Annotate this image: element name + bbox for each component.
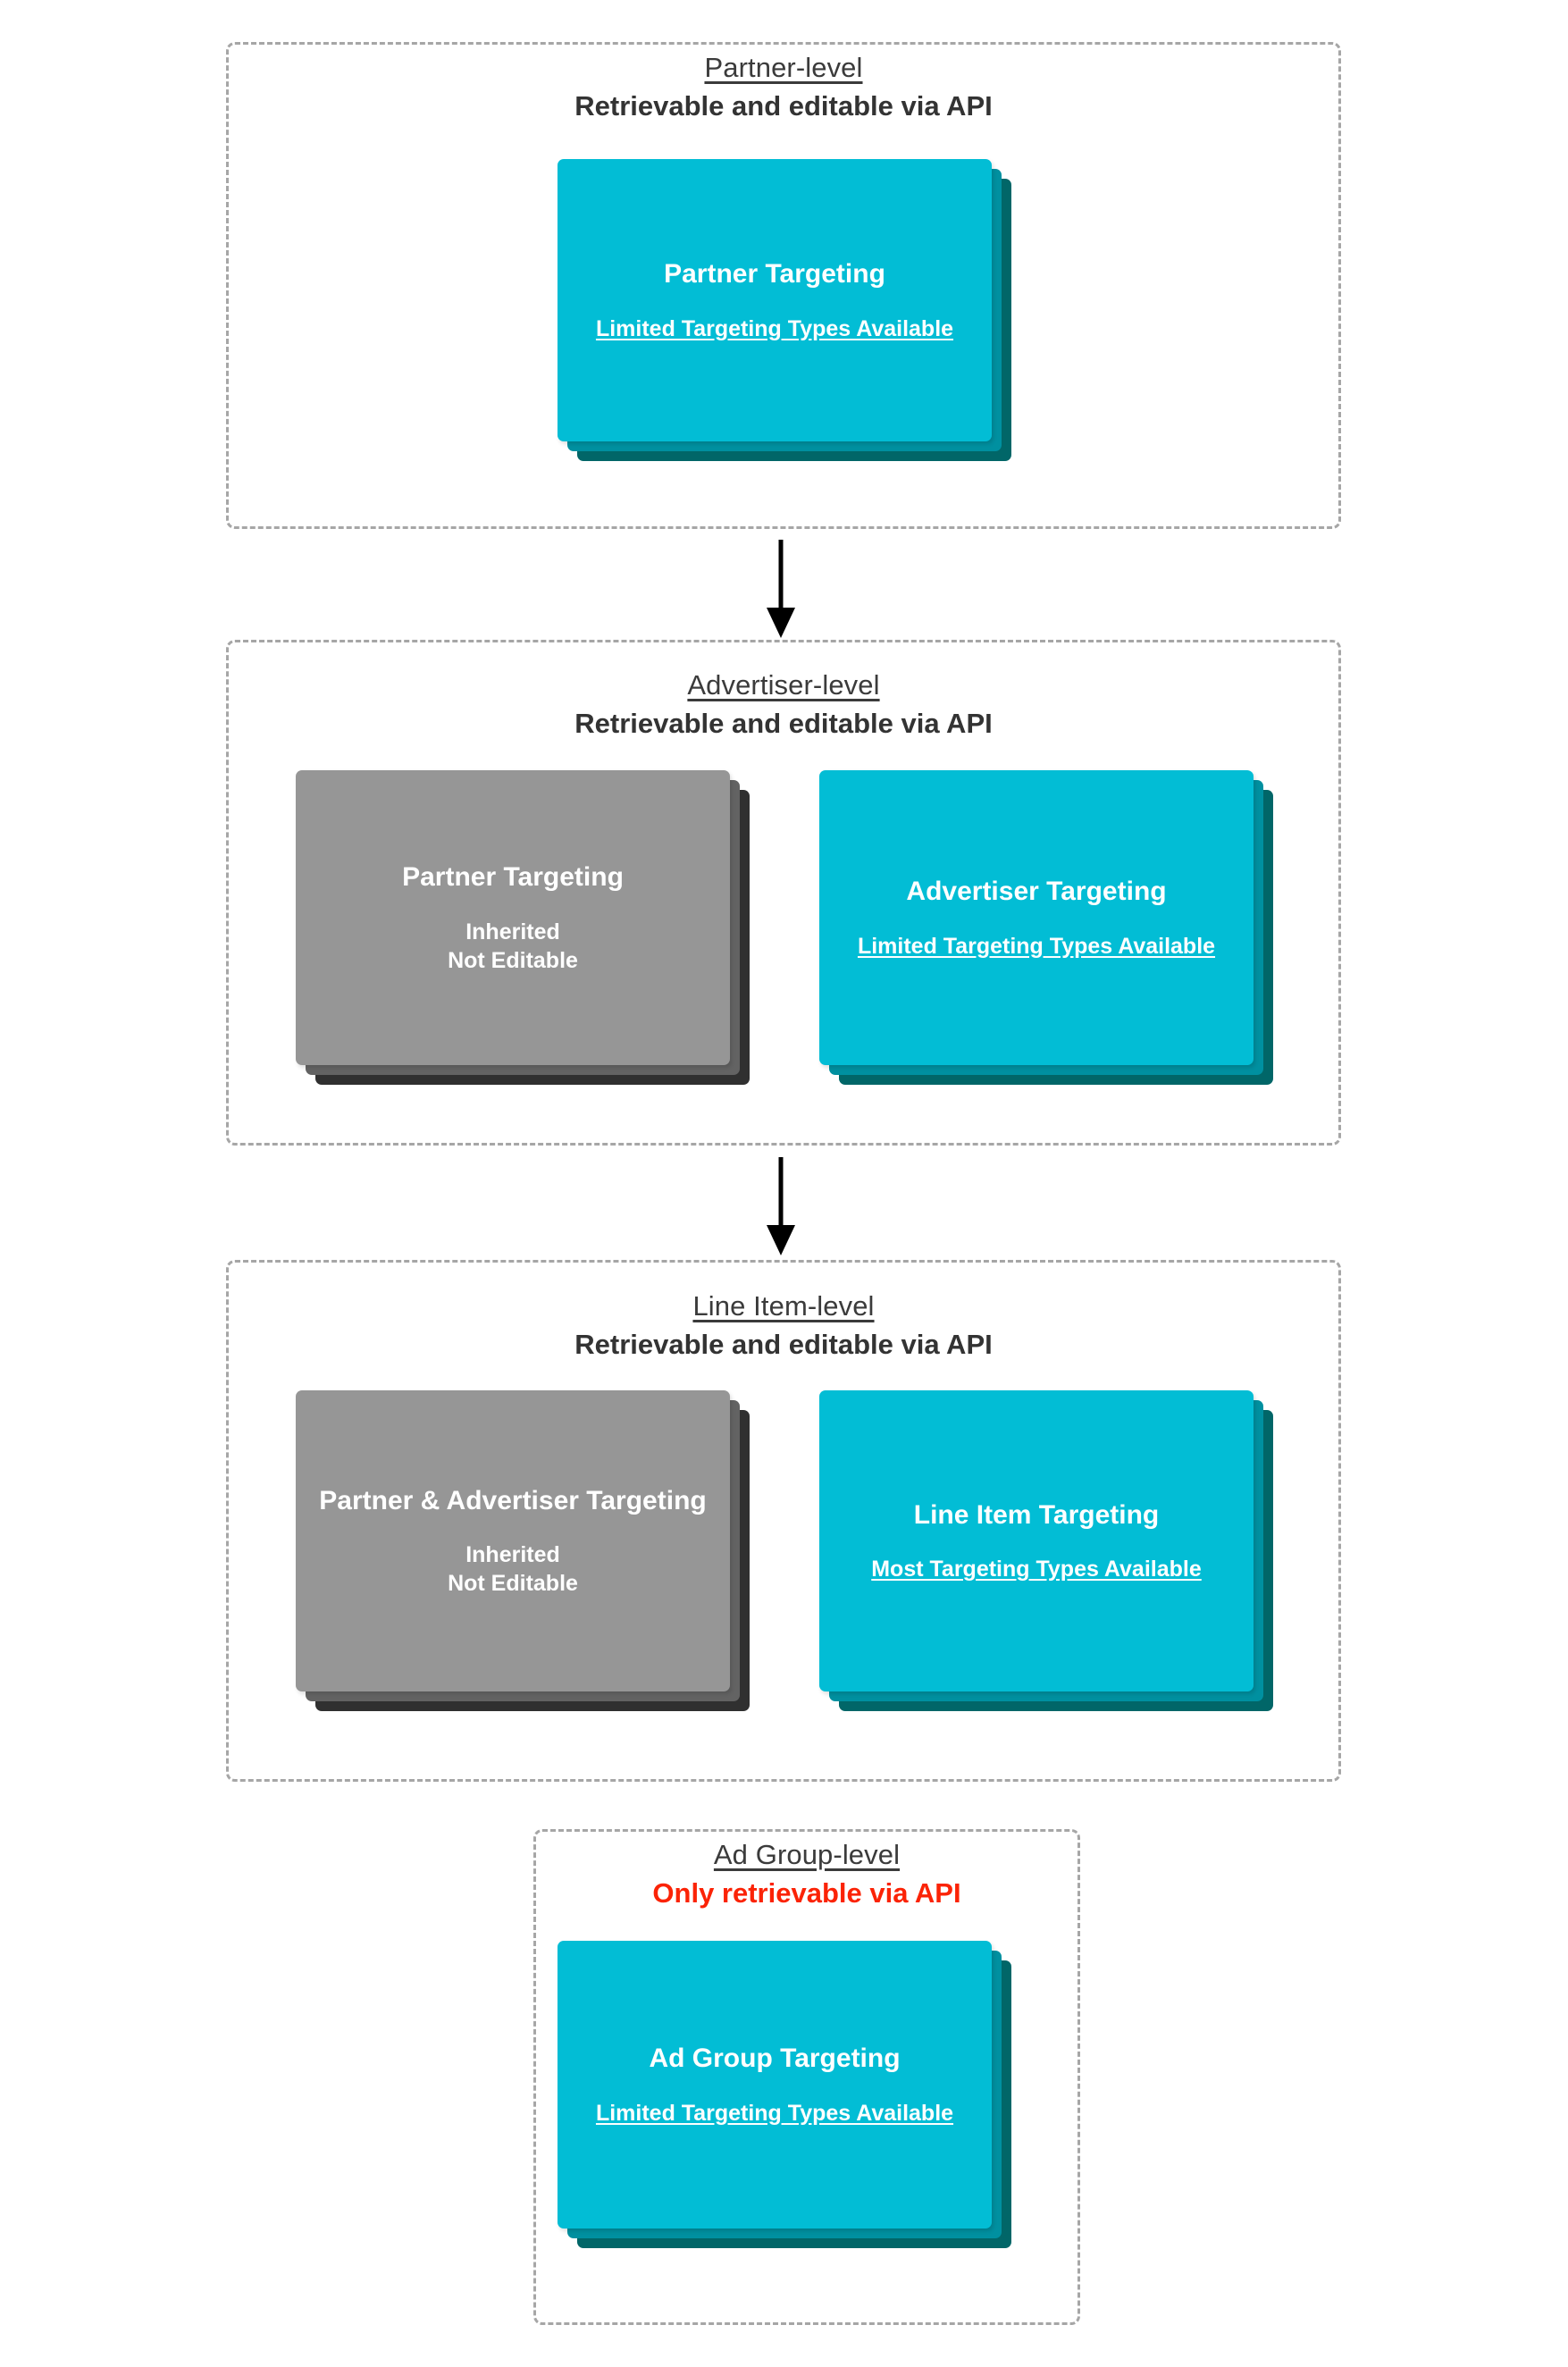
arrow-head bbox=[767, 608, 795, 638]
card-layer-front: Ad Group Targeting Limited Targeting Typ… bbox=[558, 1941, 992, 2229]
card-layer-front: Partner Targeting Inherited Not Editable bbox=[296, 770, 730, 1065]
card-note: Inherited Not Editable bbox=[448, 1542, 578, 1597]
card-note: Inherited Not Editable bbox=[448, 919, 578, 973]
arrow-shaft bbox=[778, 1157, 784, 1227]
card-partner-targeting-inherited[interactable]: Partner Targeting Inherited Not Editable bbox=[296, 770, 750, 1085]
card-title: Ad Group Targeting bbox=[649, 2044, 901, 2074]
arrow-head bbox=[767, 1225, 795, 1255]
card-note: Limited Targeting Types Available bbox=[857, 933, 1216, 959]
card-ad-group-targeting[interactable]: Ad Group Targeting Limited Targeting Typ… bbox=[558, 1941, 1011, 2248]
level-container-advertiser bbox=[226, 640, 1341, 1146]
card-advertiser-targeting[interactable]: Advertiser Targeting Limited Targeting T… bbox=[819, 770, 1273, 1085]
card-partner-advertiser-targeting-inherited[interactable]: Partner & Advertiser Targeting Inherited… bbox=[296, 1390, 750, 1711]
card-note: Limited Targeting Types Available bbox=[595, 315, 954, 341]
card-layer-front: Partner Targeting Limited Targeting Type… bbox=[558, 159, 992, 441]
level-container-line-item bbox=[226, 1260, 1341, 1782]
card-layer-front: Advertiser Targeting Limited Targeting T… bbox=[819, 770, 1254, 1065]
arrow-partner-to-advertiser bbox=[763, 540, 799, 638]
card-layer-front: Partner & Advertiser Targeting Inherited… bbox=[296, 1390, 730, 1691]
card-title: Partner Targeting bbox=[664, 259, 885, 290]
card-note: Most Targeting Types Available bbox=[871, 1557, 1202, 1582]
card-title: Partner & Advertiser Targeting bbox=[319, 1485, 707, 1515]
card-title: Line Item Targeting bbox=[913, 1499, 1160, 1530]
card-line-item-targeting[interactable]: Line Item Targeting Most Targeting Types… bbox=[819, 1390, 1273, 1711]
card-title: Advertiser Targeting bbox=[906, 877, 1167, 907]
level-container-partner bbox=[226, 42, 1341, 529]
card-layer-front: Line Item Targeting Most Targeting Types… bbox=[819, 1390, 1254, 1691]
card-title: Partner Targeting bbox=[402, 862, 624, 893]
level-container-ad-group bbox=[533, 1829, 1080, 2325]
card-note: Limited Targeting Types Available bbox=[595, 2100, 954, 2126]
arrow-advertiser-to-line-item bbox=[763, 1157, 799, 1255]
card-partner-targeting[interactable]: Partner Targeting Limited Targeting Type… bbox=[558, 159, 1011, 461]
arrow-shaft bbox=[778, 540, 784, 609]
